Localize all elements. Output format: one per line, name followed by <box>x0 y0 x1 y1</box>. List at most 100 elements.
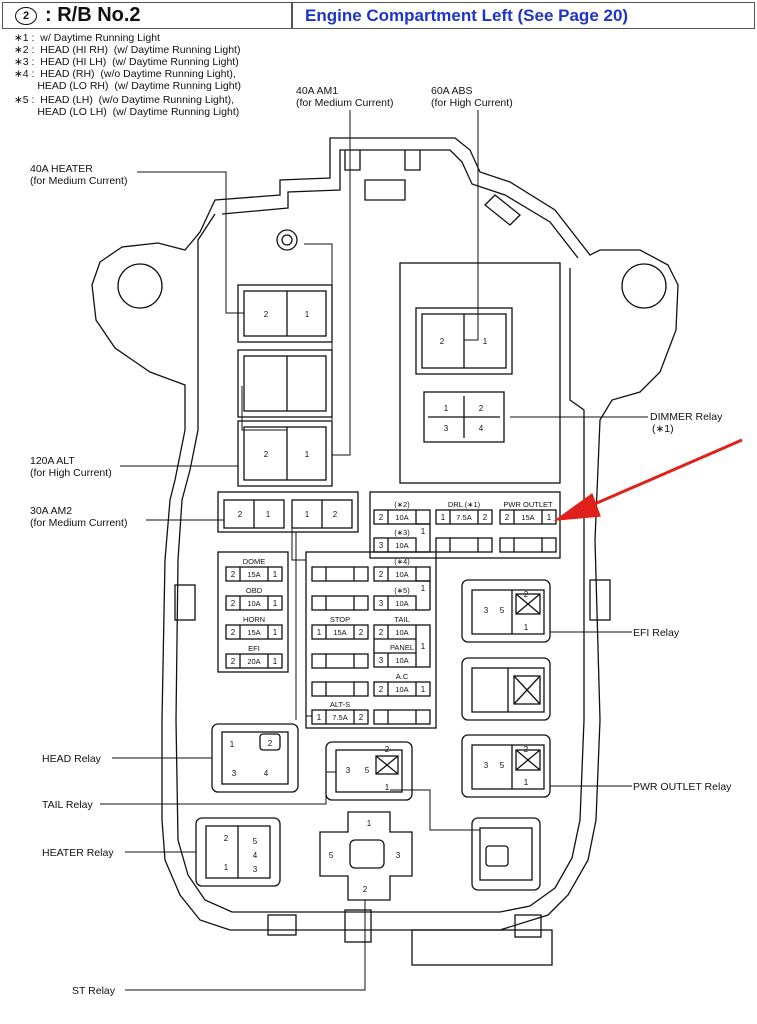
am2-label: 30A AM2 <box>30 505 72 517</box>
callout-labels: 40A AM1 (for Medium Current) 60A ABS (fo… <box>30 85 732 997</box>
box-title-cell: 2 : R/B No.2 <box>2 2 292 29</box>
fuse-labels: DOME 15A OBD 10A HORN 15A EFI 20A STOP 1… <box>243 500 553 722</box>
dimmer-relay <box>423 391 505 443</box>
pin-number: 3 <box>346 766 351 775</box>
fuse-name-s4: (∗4) <box>394 557 410 566</box>
fuse-name-panel: PANEL <box>390 643 414 652</box>
pin-number: 3 <box>396 851 401 860</box>
pin-number: 2 <box>440 337 445 346</box>
pin-number: 1 <box>524 623 529 632</box>
box-number-badge: 2 <box>15 6 37 25</box>
pin-number: 2 <box>333 510 338 519</box>
lower-right-relay <box>471 817 541 891</box>
pin-number: 1 <box>421 642 426 651</box>
fuse-name-tail: TAIL <box>394 615 409 624</box>
fuse-name-obd: OBD <box>246 586 263 595</box>
upper-fuse-boxes <box>435 509 557 553</box>
fuse-name-s3: (∗3) <box>394 528 410 537</box>
fuse-amp-alt-s: 7.5A <box>332 713 347 722</box>
tail-relay-label: TAIL Relay <box>42 799 94 811</box>
pin-number: 1 <box>230 740 235 749</box>
stud-bolt <box>276 229 298 251</box>
dimmer-relay-sublabel: (∗1) <box>652 423 674 435</box>
pin-numbers: 2 1 2 1 2 1 1 2 3 4 2 1 1 2 2 1 2 1 2 1 … <box>224 310 552 894</box>
heater-label: 40A HEATER <box>30 163 93 175</box>
fuse-name-alt-s: ALT-S <box>330 700 350 709</box>
highlight-arrow <box>553 438 743 521</box>
heater-fusible-link <box>237 284 333 343</box>
am2-sublabel: (for Medium Current) <box>30 517 127 529</box>
abs-label: 60A ABS <box>431 85 472 97</box>
pin-number: 5 <box>365 766 370 775</box>
abs-sublabel: (for High Current) <box>431 97 513 109</box>
fuse-amp-dome: 15A <box>247 570 260 579</box>
pin-number: 3 <box>484 761 489 770</box>
fuse-name-dome: DOME <box>243 557 266 566</box>
pin-number: 3 <box>379 599 384 608</box>
fuse-name-pwr-outlet: PWR OUTLET <box>503 500 553 509</box>
alt-sublabel: (for High Current) <box>30 467 112 479</box>
pin-number: 1 <box>273 628 278 637</box>
fuse-amp-horn: 15A <box>247 628 260 637</box>
pin-number: 1 <box>483 337 488 346</box>
abs-fusible-link <box>415 307 513 375</box>
pin-number: 3 <box>253 865 258 874</box>
pin-number: 2 <box>379 628 384 637</box>
box-location: Engine Compartment Left (See Page 20) <box>305 5 629 25</box>
fuse-amp-s4: 10A <box>395 570 408 579</box>
housing-outline <box>91 137 679 966</box>
pin-number: 5 <box>329 851 334 860</box>
pin-number: 2 <box>231 599 236 608</box>
pin-number: 5 <box>500 761 505 770</box>
tail-relay <box>325 741 413 801</box>
footnote: ∗5 : HEAD (LH) (w/o Daytime Running Ligh… <box>14 94 235 106</box>
pin-number: 3 <box>232 769 237 778</box>
pin-number: 1 <box>421 685 426 694</box>
pin-number: 2 <box>379 570 384 579</box>
head-relay <box>211 723 299 793</box>
fuse-amp-stop: 15A <box>333 628 346 637</box>
abs-area <box>399 262 561 484</box>
spare-relay <box>461 657 551 721</box>
pin-number: 1 <box>547 513 552 522</box>
fuse-name-s5: (∗5) <box>394 586 410 595</box>
pin-number: 2 <box>483 513 488 522</box>
pin-number: 1 <box>266 510 271 519</box>
am1-label: 40A AM1 <box>296 85 338 97</box>
pin-number: 5 <box>500 606 505 615</box>
footnote: ∗2 : HEAD (HI RH) (w/ Daytime Running Li… <box>14 44 241 56</box>
pin-number: 2 <box>363 885 368 894</box>
pwr-outlet-relay-label: PWR OUTLET Relay <box>633 781 732 793</box>
fuse-amp-ac: 10A <box>395 685 408 694</box>
left-fuse-boxes <box>225 566 283 669</box>
pin-number: 2 <box>479 404 484 413</box>
st-relay-label: ST Relay <box>72 985 116 997</box>
fuse-amp-drl: 7.5A <box>456 513 471 522</box>
pin-number: 2 <box>524 745 529 754</box>
pin-number: 1 <box>317 628 322 637</box>
left-fuse-area <box>217 551 289 673</box>
fuse-amp-s2: 10A <box>395 513 408 522</box>
pin-number: 1 <box>441 513 446 522</box>
pin-number: 1 <box>224 863 229 872</box>
pin-number: 2 <box>264 310 269 319</box>
fuse-amp-s5: 10A <box>395 599 408 608</box>
alt-fusible-link <box>237 349 333 418</box>
fuse-name-horn: HORN <box>243 615 265 624</box>
pin-number: 2 <box>505 513 510 522</box>
alt-label: 120A ALT <box>30 455 75 467</box>
pin-number: 4 <box>253 851 258 860</box>
center-fuse-boxes <box>311 566 369 725</box>
dimmer-relay-label: DIMMER Relay <box>650 411 723 423</box>
stud-bolt-center <box>281 234 293 246</box>
pin-number: 3 <box>379 541 384 550</box>
fuse-name-drl: DRL (∗1) <box>448 500 481 509</box>
pin-number: 1 <box>385 783 390 792</box>
pin-number: 2 <box>379 513 384 522</box>
pin-number: 2 <box>359 713 364 722</box>
box-title: : R/B No.2 <box>45 4 141 26</box>
pin-number: 1 <box>367 819 372 828</box>
pin-number: 2 <box>264 450 269 459</box>
pin-number: 1 <box>305 450 310 459</box>
